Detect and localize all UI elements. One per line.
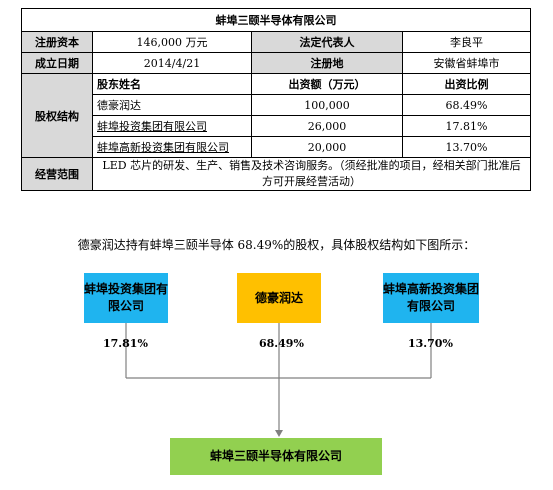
shareholder-amount: 100,000 <box>251 94 403 116</box>
scope-value: LED 芯片的研发、生产、销售及技术咨询服务。（须经批准的项目，经相关部门批准后… <box>92 157 531 191</box>
box-left-label: 蚌埠投资集团有限公司 <box>84 282 169 313</box>
shareholder-link[interactable]: 蚌埠投资集团有限公司 <box>97 120 207 133</box>
pct-right: 13.70% <box>408 337 453 350</box>
shareholder-name[interactable]: 蚌埠高新投资集团有限公司 <box>92 136 252 158</box>
pct-mid: 68.49% <box>259 337 304 350</box>
shareholder-ratio: 17.81% <box>402 115 531 137</box>
scope-label: 经营范围 <box>21 157 93 191</box>
shareholder-box-dehao: 德豪润达 <box>237 273 321 323</box>
legal-rep-label: 法定代表人 <box>251 31 403 53</box>
box-right-label: 蚌埠高新投资集团有限公司 <box>383 282 480 313</box>
table-row: 蚌埠投资集团有限公司 26,000 17.81% <box>22 115 531 137</box>
equity-label: 股权结构 <box>21 73 93 158</box>
box-bottom-label: 蚌埠三颐半导体有限公司 <box>209 449 342 463</box>
shareholder-box-bengbu-investment: 蚌埠投资集团有限公司 <box>84 273 168 323</box>
subsidiary-box-sanyi: 蚌埠三颐半导体有限公司 <box>170 438 382 475</box>
shareholder-amount: 26,000 <box>251 115 403 137</box>
diagram-caption: 德豪润达持有蚌埠三颐半导体 68.49%的股权，具体股权结构如下图所示： <box>77 238 476 252</box>
table-row: 蚌埠高新投资集团有限公司 20,000 13.70% <box>22 136 531 158</box>
pct-left: 17.81% <box>103 337 148 350</box>
box-mid-label: 德豪润达 <box>254 290 303 305</box>
company-info-table: 蚌埠三颐半导体有限公司 注册资本 146,000 万元 法定代表人 李良平 成立… <box>21 8 531 191</box>
reg-place-label: 注册地 <box>251 52 403 74</box>
est-date-value: 2014/4/21 <box>92 52 252 74</box>
table-row: 德豪润达 100,000 68.49% <box>22 94 531 116</box>
shareholder-link[interactable]: 蚌埠高新投资集团有限公司 <box>97 141 229 154</box>
shareholder-ratio: 13.70% <box>402 136 531 158</box>
table-title: 蚌埠三颐半导体有限公司 <box>21 8 531 32</box>
shareholder-box-bengbu-hightech: 蚌埠高新投资集团有限公司 <box>383 273 479 323</box>
